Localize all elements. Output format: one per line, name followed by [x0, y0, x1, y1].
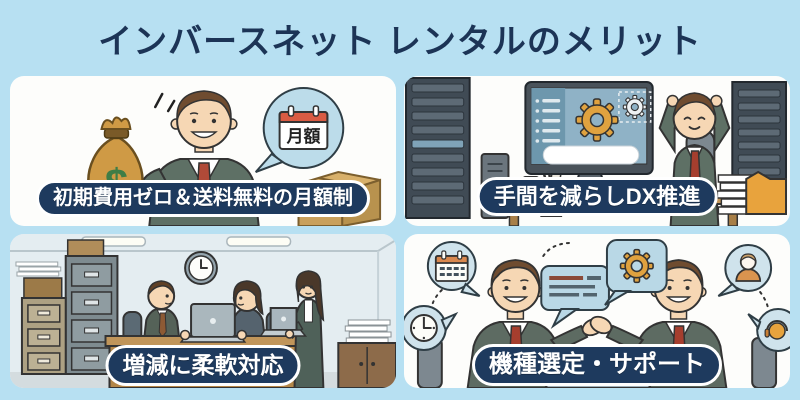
- sparkle-icon: [154, 92, 176, 113]
- title-bar: インバースネット レンタルのメリット: [0, 0, 800, 76]
- panel-grid: $ 月額: [0, 76, 800, 388]
- calendar-bubble: [426, 241, 481, 297]
- gear-bubble: [604, 239, 668, 306]
- infographic-root: インバースネット レンタルのメリット: [0, 0, 800, 388]
- headset-bubble: [747, 308, 790, 352]
- panel-1-badge: 初期費用ゼロ＆送料無料の月額制: [36, 180, 370, 217]
- headset-icon: [764, 320, 789, 340]
- page-title: インバースネット レンタルのメリット: [98, 22, 702, 61]
- hand-left: [179, 329, 191, 341]
- monthly-fee-bubble: 月額: [254, 87, 345, 173]
- dashed-connector: [542, 242, 571, 257]
- clock-icon: [184, 251, 218, 285]
- person-bubble: [717, 244, 773, 297]
- panel-support: 機種選定・サポート: [404, 234, 790, 388]
- dashed-connector: [759, 291, 770, 309]
- chat-bubble: [540, 265, 610, 330]
- clock-bubble: [404, 305, 459, 351]
- panel-monthly-plan: $ 月額: [10, 76, 396, 226]
- folder-icon: [745, 170, 788, 215]
- server-rack-left-icon: [404, 77, 471, 219]
- clock-icon: [409, 314, 438, 342]
- dashed-connector: [430, 289, 443, 307]
- person-icon: [735, 253, 762, 282]
- panel-2-badge: 手間を減らしDX推進: [476, 176, 718, 216]
- laptop-held-icon: [259, 307, 308, 337]
- calendar-icon: 月額: [278, 105, 329, 150]
- calendar-icon: [434, 250, 469, 282]
- laptop-icon: [179, 303, 247, 343]
- panel-4-badge: 機種選定・サポート: [472, 344, 722, 386]
- panel-3-badge: 増減に柔軟対応: [105, 345, 301, 386]
- hand-right: [236, 329, 248, 341]
- monthly-fee-text: 月額: [286, 126, 321, 146]
- standing-woman-figure: [259, 270, 325, 388]
- filing-cabinet-icon: [15, 239, 119, 375]
- panel-dx: 手間を減らしDX推進: [404, 76, 790, 226]
- gear-icon: [575, 98, 619, 142]
- monitor-icon: [524, 81, 654, 195]
- side-cabinet: [337, 319, 396, 388]
- gear-icon: [619, 248, 654, 284]
- gear-small-icon: [622, 94, 647, 120]
- panel-flexible: 増減に柔軟対応: [10, 234, 396, 388]
